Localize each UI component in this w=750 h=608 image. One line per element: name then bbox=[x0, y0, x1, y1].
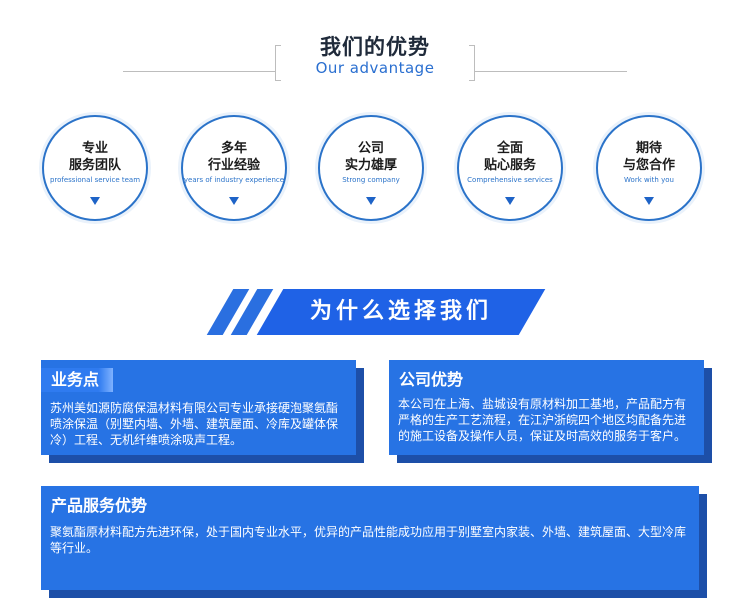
card-title: 公司优势 bbox=[399, 370, 464, 389]
feature-line2: 行业经验 bbox=[207, 158, 260, 173]
card-title: 产品服务优势 bbox=[51, 496, 148, 515]
feature-english: Comprehensive services bbox=[467, 176, 553, 184]
feature-circle-industry-experience[interactable]: 多年 行业经验 years of industry experience bbox=[181, 115, 287, 221]
why-choose-us-banner: 为什么选择我们 bbox=[0, 289, 750, 335]
feature-line1: 专业 bbox=[81, 141, 108, 156]
card-body: 聚氨酯原材料配方先进环保，处于国内专业水平，优异的产品性能成功应用于别墅室内家装… bbox=[50, 525, 687, 555]
header-divider-right bbox=[474, 71, 627, 72]
triangle-down-icon bbox=[229, 197, 239, 205]
page-title: 我们的优势 bbox=[320, 35, 430, 59]
business-card: 业务点 苏州美如源防腐保温材料有限公司专业承接硬泡聚氨酯喷涂保温（别墅内墙、外墙… bbox=[41, 360, 356, 455]
card-body: 本公司在上海、盐城设有原材料加工基地，产品配方有严格的生产工艺流程，在江沪浙皖四… bbox=[398, 397, 687, 443]
feature-line2: 实力雄厚 bbox=[344, 158, 397, 173]
header-bracket-left bbox=[275, 45, 281, 81]
feature-line1: 公司 bbox=[357, 141, 384, 156]
feature-english: Work with you bbox=[624, 176, 674, 184]
product-service-card: 产品服务优势 聚氨酯原材料配方先进环保，处于国内专业水平，优异的产品性能成功应用… bbox=[41, 486, 699, 590]
feature-circle-comprehensive-services[interactable]: 全面 贴心服务 Comprehensive services bbox=[457, 115, 563, 221]
feature-circle-strong-company[interactable]: 公司 实力雄厚 Strong company bbox=[318, 115, 424, 221]
company-advantage-card: 公司优势 本公司在上海、盐城设有原材料加工基地，产品配方有严格的生产工艺流程，在… bbox=[389, 360, 704, 455]
feature-line2: 贴心服务 bbox=[483, 158, 536, 173]
feature-line2: 服务团队 bbox=[68, 158, 121, 173]
feature-english: Strong company bbox=[342, 176, 400, 184]
banner-title: 为什么选择我们 bbox=[309, 299, 492, 324]
feature-line1: 多年 bbox=[220, 141, 247, 156]
triangle-down-icon bbox=[644, 197, 654, 205]
triangle-down-icon bbox=[366, 197, 376, 205]
feature-line2: 与您合作 bbox=[622, 158, 675, 173]
feature-circle-professional-team[interactable]: 专业 服务团队 professional service team bbox=[42, 115, 148, 221]
feature-english: professional service team bbox=[49, 176, 141, 184]
header-bracket-right bbox=[469, 45, 475, 81]
section-header: 我们的优势 Our advantage bbox=[0, 0, 750, 95]
feature-line1: 期待 bbox=[635, 141, 662, 156]
card-title: 业务点 bbox=[41, 368, 114, 392]
advantage-circles: 专业 服务团队 professional service team 多年 行业经… bbox=[0, 115, 750, 225]
card-body: 苏州美如源防腐保温材料有限公司专业承接硬泡聚氨酯喷涂保温（别墅内墙、外墙、建筑屋… bbox=[50, 401, 339, 447]
triangle-down-icon bbox=[90, 197, 100, 205]
triangle-down-icon bbox=[505, 197, 515, 205]
feature-english: years of industry experience bbox=[183, 176, 285, 184]
page-subtitle: Our advantage bbox=[315, 59, 435, 77]
feature-line1: 全面 bbox=[496, 141, 523, 156]
header-divider-left bbox=[123, 71, 275, 72]
feature-circle-work-with-you[interactable]: 期待 与您合作 Work with you bbox=[596, 115, 702, 221]
